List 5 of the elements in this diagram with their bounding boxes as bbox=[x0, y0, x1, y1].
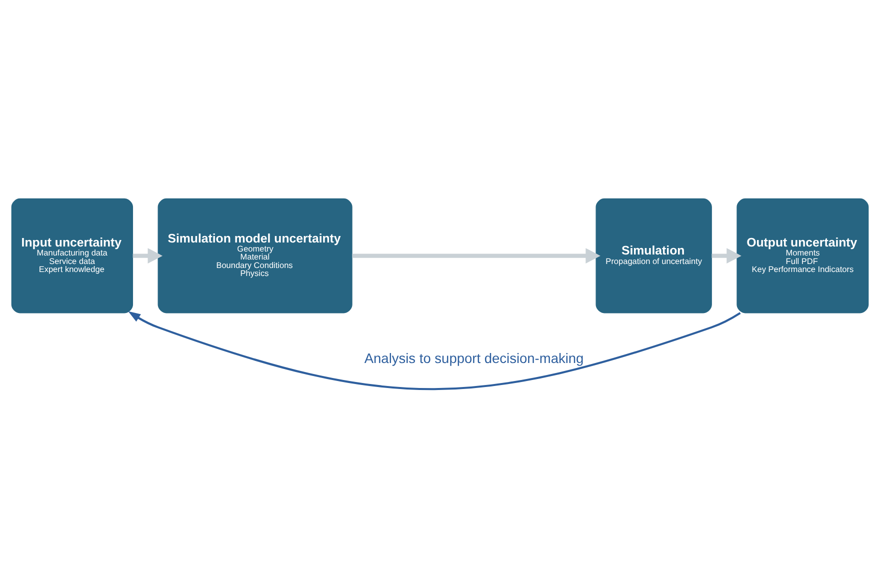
arrow bbox=[132, 248, 163, 264]
arrow bbox=[352, 248, 600, 264]
edge-label: Analysis to support decision-making bbox=[364, 350, 584, 366]
arrow bbox=[128, 310, 741, 390]
arrow bbox=[712, 248, 742, 264]
